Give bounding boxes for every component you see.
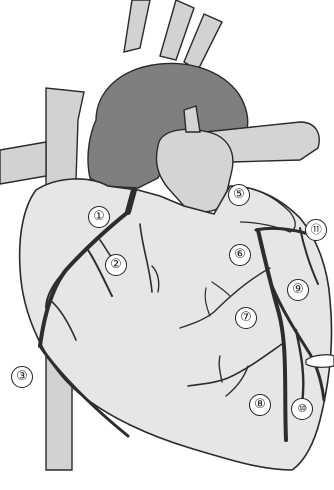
callout-2: ② <box>105 254 127 276</box>
callout-3: ③ <box>11 366 33 388</box>
callout-7: ⑦ <box>235 307 257 329</box>
callout-10: ⑩ <box>291 398 313 420</box>
callout-1: ① <box>88 206 110 228</box>
callout-9: ⑨ <box>287 279 309 301</box>
callout-8: ⑧ <box>249 394 271 416</box>
callout-5: ⑤ <box>228 184 250 206</box>
callout-11: ⑪ <box>305 219 327 241</box>
callout-6: ⑥ <box>229 244 251 266</box>
